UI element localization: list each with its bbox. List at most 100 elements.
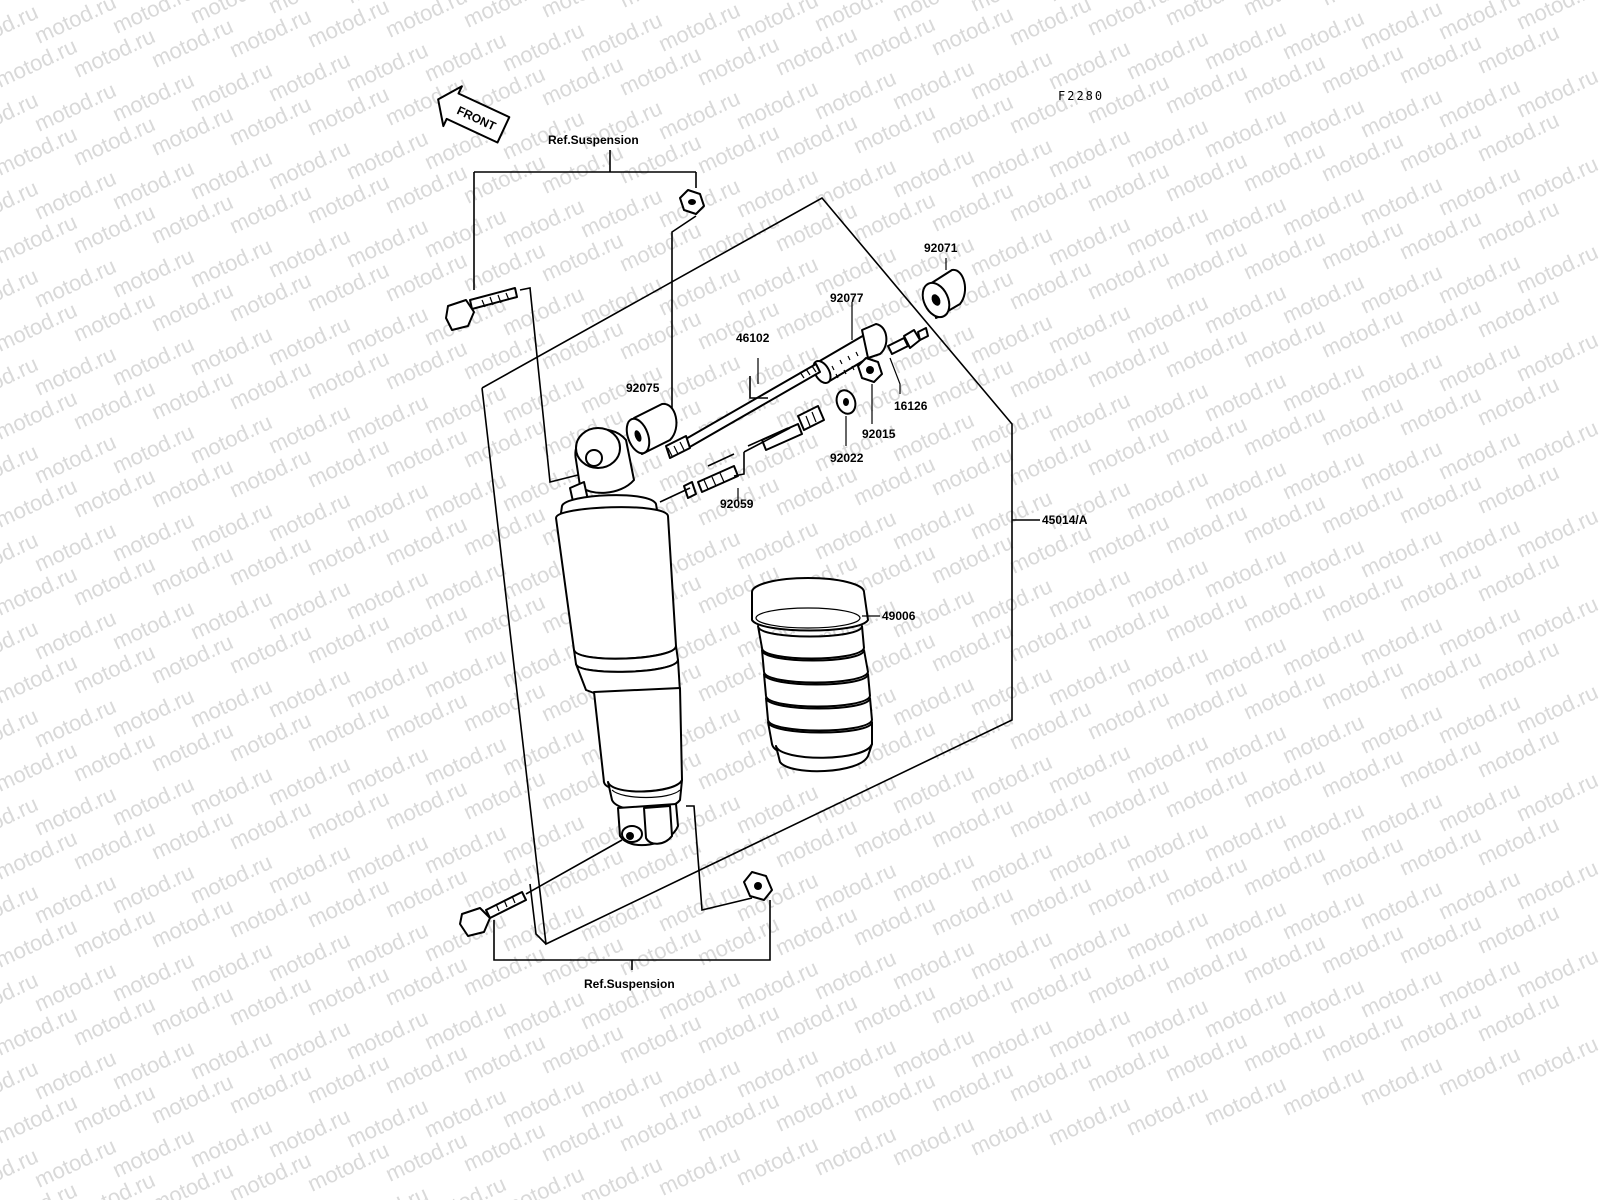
watermark-text: motod.ru — [889, 143, 978, 202]
watermark-text: motod.ru — [928, 705, 1017, 764]
watermark-text: motod.ru — [694, 295, 783, 354]
watermark-text: motod.ru — [109, 947, 198, 1006]
watermark-text: motod.ru — [460, 237, 549, 296]
watermark-text: motod.ru — [1318, 127, 1407, 186]
watermark-text: motod.ru — [733, 251, 822, 310]
watermark-text: motod.ru — [1045, 123, 1134, 182]
watermark-text: motod.ru — [148, 101, 237, 160]
watermark-text: motod.ru — [1201, 1071, 1290, 1130]
watermark-text: motod.ru — [1123, 553, 1212, 612]
watermark-text: motod.ru — [1123, 817, 1212, 876]
watermark-text: motod.ru — [967, 749, 1056, 808]
watermark-text: motod.ru — [1162, 235, 1251, 294]
watermark-text: motod.ru — [967, 925, 1056, 984]
watermark-text: motod.ru — [928, 1057, 1017, 1116]
watermark-text: motod.ru — [1474, 283, 1563, 342]
watermark-text: motod.ru — [967, 133, 1056, 192]
watermark-text: motod.ru — [148, 981, 237, 1040]
watermark-text: motod.ru — [1006, 343, 1095, 402]
watermark-text: motod.ru — [70, 991, 159, 1050]
watermark-text: motod.ru — [460, 765, 549, 824]
watermark-text: motod.ru — [1318, 391, 1407, 450]
watermark-text: motod.ru — [538, 315, 627, 374]
watermark-text: motod.ru — [1357, 1051, 1446, 1110]
watermark-text: motod.ru — [31, 781, 120, 840]
watermark-text: motod.ru — [460, 501, 549, 560]
watermark-text: motod.ru — [31, 869, 120, 928]
watermark-text: motod.ru — [1162, 499, 1251, 558]
watermark-text: motod.ru — [187, 761, 276, 820]
watermark-text: motod.ru — [1396, 469, 1485, 528]
watermark-text: motod.ru — [1240, 489, 1329, 548]
watermark-text: motod.ru — [811, 945, 900, 1004]
watermark-text: motod.ru — [1474, 635, 1563, 694]
watermark-text: motod.ru — [1006, 783, 1095, 842]
part-label-92022: 92022 — [830, 451, 864, 465]
watermark-text: motod.ru — [1201, 455, 1290, 514]
watermark-text: motod.ru — [382, 335, 471, 394]
watermark-text: motod.ru — [187, 937, 276, 996]
watermark-text: motod.ru — [1240, 0, 1329, 21]
watermark-text: motod.ru — [382, 951, 471, 1010]
watermark-text: motod.ru — [1084, 421, 1173, 480]
watermark-text: motod.ru — [1006, 1047, 1095, 1106]
watermark-text: motod.ru — [1045, 35, 1134, 94]
watermark-text: motod.ru — [811, 153, 900, 212]
watermark-text: motod.ru — [655, 261, 744, 320]
watermark-text: motod.ru — [1318, 743, 1407, 802]
watermark-text: motod.ru — [1396, 29, 1485, 88]
watermark-text: motod.ru — [694, 1087, 783, 1146]
watermark-text: motod.ru — [772, 1077, 861, 1136]
watermark-text: motod.ru — [343, 1093, 432, 1152]
watermark-text: motod.ru — [694, 0, 783, 3]
watermark-text: motod.ru — [889, 759, 978, 818]
watermark-text: motod.ru — [31, 429, 120, 488]
watermark-text: motod.ru — [382, 159, 471, 218]
watermark-text: motod.ru — [1318, 215, 1407, 274]
watermark-text: motod.ru — [1279, 5, 1368, 64]
watermark-text: motod.ru — [694, 119, 783, 178]
watermark-text: motod.ru — [31, 253, 120, 312]
watermark-text: motod.ru — [187, 497, 276, 556]
watermark-text: motod.ru — [1435, 337, 1524, 396]
watermark-text: motod.ru — [1084, 1037, 1173, 1096]
watermark-text: motod.ru — [343, 829, 432, 888]
watermark-text: motod.ru — [1279, 181, 1368, 240]
watermark-text: motod.ru — [1513, 151, 1600, 210]
watermark-text: motod.ru — [1357, 611, 1446, 670]
watermark-text: motod.ru — [1045, 651, 1134, 710]
watermark-text: motod.ru — [928, 1, 1017, 60]
watermark-text: motod.ru — [1045, 739, 1134, 798]
watermark-text: motod.ru — [1279, 973, 1368, 1032]
watermark-text: motod.ru — [1123, 905, 1212, 964]
watermark-text: motod.ru — [733, 779, 822, 838]
watermark-text: motod.ru — [343, 741, 432, 800]
watermark-text: motod.ru — [889, 847, 978, 906]
watermark-text: motod.ru — [1357, 875, 1446, 934]
watermark-text: motod.ru — [343, 1005, 432, 1064]
watermark-text: motod.ru — [1201, 631, 1290, 690]
watermark-text: motod.ru — [226, 1147, 315, 1200]
watermark-text: motod.ru — [694, 823, 783, 882]
watermark-text: motod.ru — [733, 515, 822, 574]
watermark-text: motod.ru — [1435, 249, 1524, 308]
watermark-text: motod.ru — [1396, 117, 1485, 176]
watermark-text: motod.ru — [265, 1103, 354, 1162]
watermark-text: motod.ru — [850, 803, 939, 862]
watermark-text: motod.ru — [1474, 987, 1563, 1046]
watermark-text: motod.ru — [1513, 503, 1600, 562]
watermark-text: motod.ru — [304, 169, 393, 228]
watermark-text: motod.ru — [655, 0, 744, 57]
watermark-text: motod.ru — [1162, 675, 1251, 734]
watermark-text: motod.ru — [1318, 0, 1407, 11]
watermark-text: motod.ru — [343, 213, 432, 272]
watermark-text: motod.ru — [1513, 63, 1600, 122]
watermark-text: motod.ru — [967, 309, 1056, 368]
watermark-text: motod.ru — [109, 155, 198, 214]
watermark-text: motod.ru — [889, 935, 978, 994]
watermark-text: motod.ru — [109, 595, 198, 654]
watermark-text: motod.ru — [733, 1131, 822, 1190]
watermark-text: motod.ru — [109, 507, 198, 566]
watermark-text: motod.ru — [811, 1121, 900, 1180]
watermark-text: motod.ru — [1357, 435, 1446, 494]
